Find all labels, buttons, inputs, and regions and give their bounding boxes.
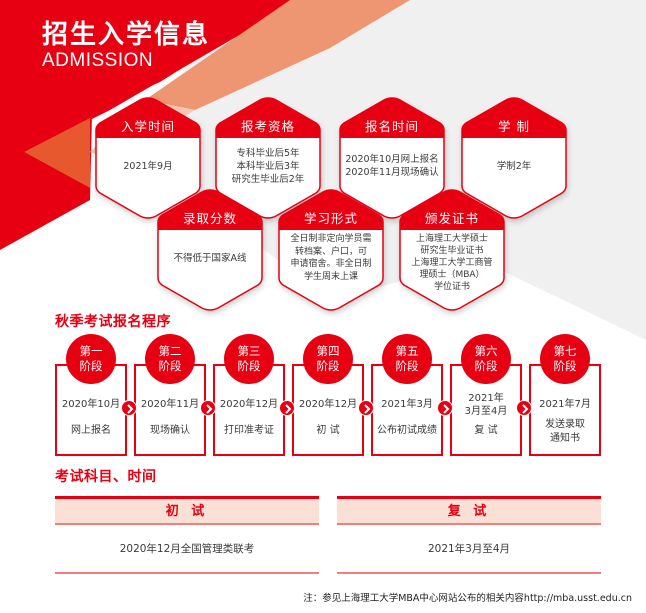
info-card-admission-score: 录取分数 不得低于国家A线 (156, 188, 264, 312)
chevron-right-icon (279, 400, 295, 416)
card-body: 全日制非定向学员需 转档案、户口，可 申请宿舍。非全日制 学生周末上课 (281, 230, 381, 286)
step-date: 2020年12月 (219, 399, 279, 410)
step-desc: 公布初试成绩 (377, 425, 437, 436)
step-desc: 发送录取 通知书 (545, 419, 585, 444)
chevron-right-icon (200, 400, 216, 416)
card-title: 录取分数 (182, 211, 237, 226)
step-badge-1: 第一 阶段 (66, 334, 116, 384)
step-date: 2020年10月 (61, 399, 121, 410)
step-badge-6: 第六 阶段 (461, 334, 511, 384)
divider (55, 496, 319, 499)
chevron-right-icon (516, 400, 532, 416)
card-line: 专科毕业后5年 (236, 147, 300, 159)
step-desc: 复 试 (474, 425, 498, 436)
step-badge-5: 第五 阶段 (382, 334, 432, 384)
card-body: 学制2年 (464, 138, 564, 194)
card-line: 全日制非定向学员需 (290, 234, 372, 244)
card-line: 本科毕业后3年 (236, 160, 300, 172)
info-card-study-mode: 学习形式 全日制非定向学员需 转档案、户口，可 申请宿舍。非全日制 学生周末上课 (277, 188, 385, 312)
step-badge-3: 第三 阶段 (224, 334, 274, 384)
card-line: 研究生毕业证书 (420, 246, 484, 256)
exam-value: 2020年12月全国管理类联考 (55, 525, 319, 574)
card-line: 转档案、户口，可 (294, 246, 367, 257)
card-title: 学习形式 (303, 211, 358, 226)
hexagon-shape (215, 97, 321, 219)
card-line: 研究生毕业后2年 (231, 173, 305, 185)
exam-header: 复 试 (337, 499, 601, 525)
card-body: 专科毕业后5年 本科毕业后3年 研究生毕业后2年 (218, 138, 318, 194)
card-line: 2021年9月 (123, 160, 173, 172)
card-line: 学位证书 (433, 282, 470, 292)
card-line: 学制2年 (496, 160, 532, 172)
step-desc: 打印准考证 (224, 425, 274, 436)
info-card-certificate: 颁发证书 上海理工大学硕士 研究生毕业证书 上海理工大学工商管 理硕士（MBA）… (398, 188, 506, 312)
hexagon-shape (95, 97, 201, 219)
step-date: 2020年12月 (298, 399, 358, 410)
hexagon-shape (399, 189, 505, 311)
step-desc: 网上报名 (71, 425, 111, 436)
info-card-registration-time: 报名时间 2020年10月网上报名 2020年11月现场确认 (338, 96, 446, 220)
exams-title: 考试科目、时间 (55, 469, 157, 485)
divider (337, 496, 601, 499)
step-badge-4: 第四 阶段 (303, 334, 353, 384)
info-card-eligibility: 报考资格 专科毕业后5年 本科毕业后3年 研究生毕业后2年 (214, 96, 322, 220)
card-line: 申请宿舍。非全日制 (290, 259, 372, 269)
step-badge-7: 第七 阶段 (540, 334, 590, 384)
chevron-right-icon (358, 400, 374, 416)
hexagon-shape (461, 97, 567, 219)
exam-header: 初 试 (55, 499, 319, 525)
card-body: 上海理工大学硕士 研究生毕业证书 上海理工大学工商管 理硕士（MBA） 学位证书 (402, 232, 502, 294)
chevron-right-icon (437, 400, 453, 416)
card-line: 2020年11月现场确认 (345, 167, 439, 178)
card-title: 报考资格 (240, 119, 295, 134)
card-line: 理硕士（MBA） (419, 270, 485, 280)
info-card-duration: 学 制 学制2年 (460, 96, 568, 220)
card-body: 不得低于国家A线 (160, 230, 260, 286)
footnote: 注：参见上海理工大学MBA中心网站公布的相关内容http://mba.usst.… (303, 593, 632, 604)
card-line: 上海理工大学硕士 (415, 234, 488, 244)
step-date: 2020年11月 (140, 399, 200, 410)
card-line: 2020年10月网上报名 (345, 154, 439, 165)
exam-column-preliminary: 初 试 2020年12月全国管理类联考 (55, 496, 319, 574)
exam-value: 2021年3月至4月 (337, 525, 601, 574)
step-badge-2: 第二 阶段 (145, 334, 195, 384)
card-body: 2021年9月 (98, 138, 198, 194)
page-subtitle: ADMISSION (42, 50, 154, 71)
step-desc: 初 试 (316, 425, 340, 436)
step-date: 2021年7月 (539, 399, 591, 410)
hexagon-shape (157, 189, 263, 311)
hexagon-shape (278, 189, 384, 311)
card-line: 不得低于国家A线 (173, 252, 247, 264)
step-desc: 现场确认 (150, 425, 190, 436)
exam-column-reexam: 复 试 2021年3月至4月 (337, 496, 601, 574)
card-title: 颁发证书 (424, 211, 479, 226)
card-title: 入学时间 (120, 119, 175, 134)
card-title: 学 制 (498, 119, 530, 134)
card-title: 报名时间 (364, 119, 419, 134)
procedure-title: 秋季考试报名程序 (55, 314, 171, 330)
hexagon-shape (339, 97, 445, 219)
card-line: 上海理工大学工商管 (411, 258, 493, 268)
chevron-right-icon (121, 400, 137, 416)
step-date: 2021年 3月至4月 (464, 393, 508, 417)
page-title: 招生入学信息 (42, 20, 211, 50)
step-date: 2021年3月 (381, 399, 433, 410)
card-line: 学生周末上课 (303, 271, 358, 282)
card-body: 2020年10月网上报名 2020年11月现场确认 (342, 138, 442, 194)
info-card-enrollment-time: 入学时间 2021年9月 (94, 96, 202, 220)
